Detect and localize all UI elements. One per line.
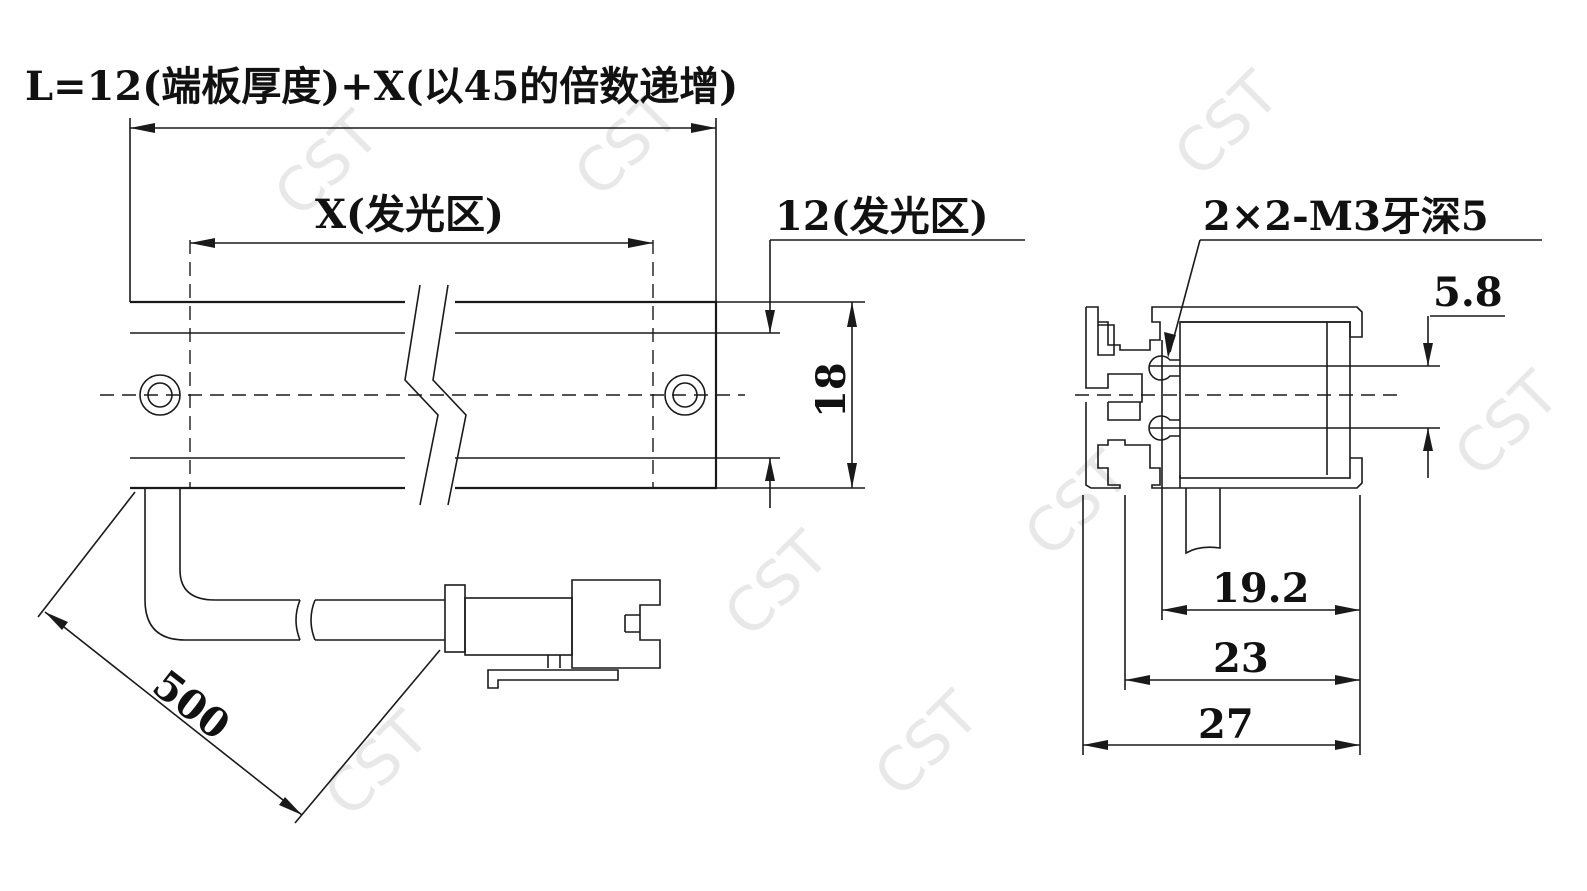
mounting-hole-right <box>664 374 706 416</box>
hole-spacing-dimension: 5.8 <box>1150 269 1505 478</box>
watermark: CST <box>1441 358 1573 490</box>
dim-23-label: 23 <box>1213 635 1269 682</box>
thread-hole-callout: 2×2-M3牙深5 <box>1164 193 1542 358</box>
thread-holes-label: 2×2-M3牙深5 <box>1203 193 1489 240</box>
length-dimension <box>129 118 717 302</box>
watermarks: CST CST CST CST CST CST CST CST <box>261 58 1573 830</box>
emitting-zone-x-label: X(发光区) <box>315 191 504 238</box>
emitting-zone-12-dimension: 12(发光区) <box>716 193 1025 508</box>
watermark: CST <box>311 698 443 830</box>
watermark: CST <box>711 518 843 650</box>
cable <box>144 488 445 641</box>
height-dimension: 18 <box>808 302 857 488</box>
profile-side-view <box>1075 306 1400 620</box>
watermark: CST <box>861 678 993 810</box>
dim-19-2-label: 19.2 <box>1212 565 1309 612</box>
emitting-zone-dimension: X(发光区) <box>190 191 653 248</box>
connector <box>444 579 661 689</box>
light-bar-front-view <box>100 240 745 506</box>
watermark: CST <box>1161 58 1293 190</box>
length-formula-label: L=12(端板厚度)+X(以45的倍数递增) <box>25 63 738 110</box>
emitting-zone-12-label: 12(发光区) <box>775 193 989 240</box>
hole-spacing-label: 5.8 <box>1433 269 1503 316</box>
height-label: 18 <box>808 362 855 418</box>
dim-27-label: 27 <box>1198 701 1254 748</box>
cable-length-label: 500 <box>144 661 239 749</box>
watermark: CST <box>1011 438 1143 570</box>
width-dimensions: 19.2 23 27 <box>1082 495 1361 755</box>
mounting-hole-left <box>139 374 181 416</box>
